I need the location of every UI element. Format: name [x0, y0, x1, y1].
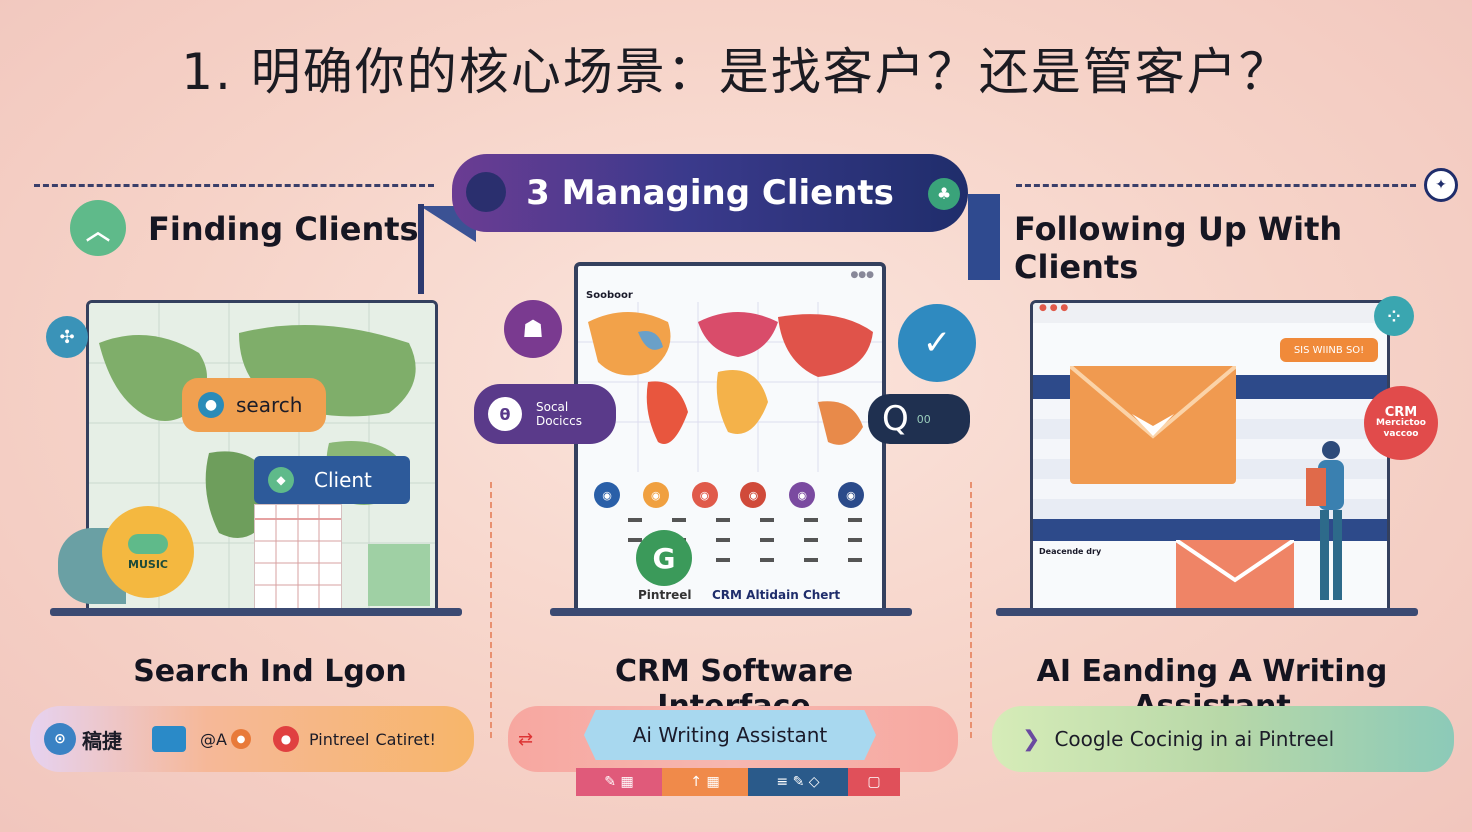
- orange-app-icon: ●: [230, 729, 251, 749]
- crm-sub-1: Mercictoo: [1376, 417, 1426, 428]
- crm-title: CRM: [1384, 404, 1418, 420]
- following-up-heading: Following Up With Clients: [1014, 210, 1343, 286]
- connector-left: [490, 482, 492, 738]
- page-title: 1. 明确你的核心场景：是找客户？还是管客户？: [181, 43, 1291, 101]
- search-chip-label: search: [236, 393, 303, 417]
- ribbon-left-pole: [418, 204, 424, 294]
- arrow-icon: ⇄: [518, 728, 534, 750]
- social-chip[interactable]: θ Socal Dociccs: [474, 384, 616, 444]
- logo-label: Pintreel: [638, 588, 692, 602]
- q-label: 00: [916, 412, 931, 426]
- envelope-large-icon: [1068, 364, 1238, 439]
- connector-right: [970, 482, 972, 738]
- crm-badge: CRM Mercictoo vaccoo: [1364, 386, 1438, 460]
- laptop-base-left: [50, 608, 462, 616]
- crm-sub-2: vaccoo: [1383, 428, 1419, 439]
- person-illustration: [1306, 440, 1356, 602]
- email-table-footer: [1033, 519, 1387, 541]
- tool-text-1: 稿捷: [82, 728, 122, 753]
- badge-shape: [128, 533, 168, 554]
- record-icon: ●: [272, 726, 299, 752]
- music-badge: MUSIC: [102, 506, 194, 598]
- social-label-2: Dociccs: [536, 414, 582, 428]
- promo-badge: SIS WIINB SO!: [1280, 338, 1378, 362]
- banner-label: 3 Managing Clients: [526, 173, 894, 213]
- calendar-grid: [254, 504, 342, 610]
- chart-label: CRM Altidain Chert: [712, 588, 841, 602]
- notes-card: [368, 544, 430, 606]
- metric-icon-1: ◉: [594, 482, 620, 508]
- metric-icon-6: ◉: [837, 482, 864, 508]
- crm-tablet-screen: Sooboor ●●● ◉ ◉ ◉ ◉ ◉ ◉ G Pintreel CRM A…: [574, 262, 886, 616]
- tool-text-4: Catiret!: [375, 729, 436, 749]
- ribbon-right: [968, 194, 1000, 280]
- divider-left: [34, 184, 434, 187]
- chat-icon: [152, 726, 186, 752]
- search-q-chip[interactable]: Q 00: [868, 394, 970, 444]
- leaf-icon: ♣: [928, 178, 960, 210]
- client-chip[interactable]: ◆ Client: [254, 456, 410, 504]
- search-chip[interactable]: ● search: [182, 378, 326, 432]
- ai-writing-label: Ai Writing Assistant: [632, 723, 828, 747]
- tool-text-2: A: [216, 729, 227, 749]
- grid-icon: ⁘: [1374, 296, 1414, 336]
- checkmark-icon: ✓: [898, 304, 976, 382]
- social-icon: θ: [488, 397, 522, 431]
- tag-3: ≡ ✎ ◇: [748, 768, 848, 796]
- window-dots-icon: ●●●: [850, 270, 874, 280]
- tag-1: ✎ ▦: [576, 768, 662, 796]
- envelope-small-icon: [1174, 538, 1296, 583]
- users-icon: ☗: [504, 300, 562, 358]
- banner-dot-icon: [466, 172, 506, 212]
- metric-icon-4: ◉: [740, 482, 767, 508]
- app-icon-1: ⊙: [44, 723, 76, 755]
- window-controls-icon: ● ● ●: [1039, 303, 1069, 313]
- metric-icon-3: ◉: [691, 482, 718, 508]
- section-title: Deacende dry: [1039, 547, 1102, 556]
- client-icon: ◆: [268, 467, 294, 493]
- icon-row: ◉ ◉ ◉ ◉ ◉ ◉: [594, 482, 864, 508]
- tools-pill-left[interactable]: ⊙ 稿捷 @ A ● ● Pintreel Catiret!: [30, 706, 474, 772]
- pintreel-label: Coogle Cocinig in ai Pintreel: [1054, 727, 1335, 751]
- tool-text-3: Pintreel: [308, 729, 370, 749]
- tablet-base: [550, 608, 912, 616]
- chart-trend-icon: ︿: [70, 200, 126, 256]
- tag-ribbon: ✎ ▦ ↑ ▦ ≡ ✎ ◇ ▢: [576, 768, 900, 796]
- pintreel-logo-icon: G: [636, 530, 692, 586]
- badge-icon: ✦: [1424, 168, 1458, 202]
- magnifier-icon: Q: [882, 399, 909, 439]
- envelope-small: [1174, 538, 1296, 610]
- ai-writing-assistant-button[interactable]: Ai Writing Assistant: [584, 710, 876, 760]
- colored-world-map: [578, 302, 882, 472]
- at-icon: @: [200, 729, 216, 749]
- managing-clients-banner: 3 Managing Clients: [452, 154, 968, 232]
- music-badge-text: MUSIC: [128, 557, 168, 571]
- pintreel-pill-right[interactable]: ❯ Coogle Cocinig in ai Pintreel: [992, 706, 1454, 772]
- tag-2: ↑ ▦: [662, 768, 748, 796]
- left-caption: Search Ind Lgon: [133, 654, 407, 689]
- browser-toolbar: ● ● ●: [1033, 303, 1387, 323]
- social-label-1: Socal: [536, 400, 569, 414]
- client-chip-label: Client: [314, 468, 372, 492]
- settings-icon: ✣: [46, 316, 88, 358]
- tag-4: ▢: [848, 768, 900, 796]
- divider-right: [1016, 184, 1416, 187]
- finding-clients-heading: Finding Clients: [148, 210, 419, 248]
- screen-title: Sooboor: [586, 290, 633, 301]
- envelope-large: [1068, 364, 1238, 484]
- laptop-base-right: [996, 608, 1418, 616]
- search-icon: ●: [198, 392, 224, 418]
- chevron-right-icon: ❯: [1022, 726, 1041, 752]
- metric-icon-5: ◉: [789, 482, 816, 508]
- metric-icon-2: ◉: [642, 482, 669, 508]
